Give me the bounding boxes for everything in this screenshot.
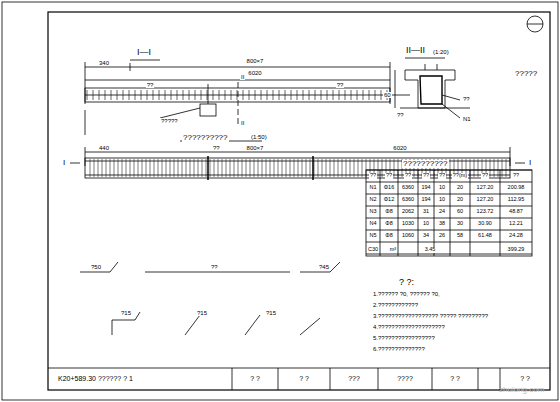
drawing-label: 2062 (401, 209, 415, 215)
drawing-label: I (528, 159, 532, 167)
drawing-label: 194 (420, 197, 431, 203)
drawing-label: 200.98 (507, 185, 526, 191)
drawing-label: I—I (136, 48, 152, 57)
drawing-label: 58 (456, 233, 464, 239)
drawing-label: ? ? (449, 375, 461, 382)
drawing-label: (1:20) (432, 49, 450, 55)
drawing-label: 3.45 (424, 247, 437, 253)
drawing-label: 30 (456, 221, 464, 227)
drawing-label: 10 (438, 197, 446, 203)
drawing-label: I (62, 159, 66, 167)
drawing-label: N2 (368, 197, 377, 203)
drawing-label: Φ12 (383, 197, 396, 203)
drawing-label: 61.48 (477, 233, 493, 239)
drawing-label: 6360 (401, 185, 415, 191)
drawing-label: ?15 (196, 310, 208, 316)
drawing-label: 6.?????????????? (372, 346, 426, 352)
drawing-label: N1 (462, 116, 472, 122)
drawing-label: 123.72 (476, 209, 495, 215)
drawing-label: 1030 (401, 221, 415, 227)
drawing-label: ?15 (265, 310, 277, 316)
drawing-label: C30 (367, 247, 379, 253)
drawing-label: 60 (383, 92, 392, 98)
drawing-label: 24 (438, 209, 446, 215)
drawing-label: ?15 (120, 310, 132, 316)
drawing-label: 20 (456, 185, 464, 191)
drawing-label: 10 (438, 185, 446, 191)
drawing-label: 194 (420, 185, 431, 191)
drawing-label: II (240, 120, 245, 126)
drawing-label: ?? (512, 173, 520, 179)
drawing-label: 112.95 (507, 197, 525, 203)
drawing-label: ?????????? (402, 160, 449, 168)
drawing-label: 20 (456, 197, 464, 203)
drawing-label: ?? (369, 173, 377, 179)
drawing-label: ? ? (519, 375, 531, 382)
drawing-label: 1060 (401, 233, 415, 239)
drawing-label: 6360 (401, 197, 415, 203)
drawing-label: (1:50) (250, 134, 268, 140)
drawing-label: 38 (438, 221, 446, 227)
drawing-label: ???? (396, 375, 414, 382)
drawing-label: ??(m) (452, 173, 468, 179)
drawing-label: 5.????????????????? (372, 335, 436, 341)
drawing-label: ? ? (249, 375, 261, 382)
drawing-label: ?? (212, 145, 221, 151)
drawing-label: ?? (146, 82, 155, 88)
drawing-label: ?? (404, 173, 412, 179)
drawing-label: ??? (347, 375, 361, 382)
drawing-label: 127.20 (476, 197, 495, 203)
drawing-label: ?? (336, 82, 345, 88)
drawing-label: 48.87 (508, 209, 524, 215)
drawing-label: ?? (462, 96, 471, 102)
drawing-label: 6020 (247, 70, 262, 76)
drawing-label: 30.90 (477, 221, 493, 227)
drawing-label: 2.???????????? (372, 302, 419, 308)
drawing-label: ?????????? (182, 134, 229, 142)
drawing-label: 24.28 (508, 233, 524, 239)
drawing-label: II (240, 74, 245, 80)
drawing-label: ? ?: (398, 278, 415, 287)
drawing-label: ?? (438, 173, 446, 179)
drawing-label: II—II (405, 46, 426, 55)
drawing-label: Φ8 (384, 233, 393, 239)
drawing-label: m³ (389, 247, 397, 253)
drawing-label: ?? (481, 173, 489, 179)
drawing-label: ????? (514, 70, 524, 79)
drawing-label: ?? (396, 112, 405, 118)
drawing-label: 34 (422, 233, 430, 239)
drawing-label: 26 (438, 233, 446, 239)
drawing-label: 10 (422, 221, 430, 227)
drawing-label: N5 (368, 233, 377, 239)
drawing-label: 6020 (392, 145, 407, 151)
drawing-label: N1 (368, 185, 377, 191)
drawing-label: ?50 (90, 264, 102, 270)
drawing-label: Φ8 (384, 209, 393, 215)
drawing-label: 1.?????? ?0, ?????? ?0, (372, 291, 441, 297)
drawing-label: K20+589.30 ?????? ? 1 (57, 375, 134, 382)
drawing-label: ?? (422, 173, 430, 179)
drawing-label: 800×7 (246, 145, 265, 151)
drawing-label: 3.?????????????????? ????? ????????? (372, 313, 489, 319)
drawing-label: 31 (422, 209, 430, 215)
drawing-label: ? ? (298, 375, 310, 382)
drawing-label: ?? (385, 173, 393, 179)
drawing-label: 4.???????????????????? (372, 324, 446, 330)
watermark: zhulong.com (498, 386, 545, 394)
drawing-label: 12.21 (508, 221, 524, 227)
drawing-label: 440 (98, 145, 110, 151)
drawing-label: 340 (98, 60, 110, 66)
drawing-label: N4 (368, 221, 377, 227)
drawing-label: 399.29 (507, 247, 526, 253)
drawing-label: 60 (456, 209, 464, 215)
drawing-label: ????? (160, 118, 179, 124)
drawing-label: Φ8 (384, 221, 393, 227)
drawing-label: Φ16 (383, 185, 396, 191)
drawing-label: 800×7 (246, 58, 265, 64)
drawing-label: N3 (368, 209, 377, 215)
drawing-label: 127.20 (476, 185, 495, 191)
drawing-label: ?45 (318, 264, 330, 270)
drawing-label: ?? (210, 264, 219, 270)
